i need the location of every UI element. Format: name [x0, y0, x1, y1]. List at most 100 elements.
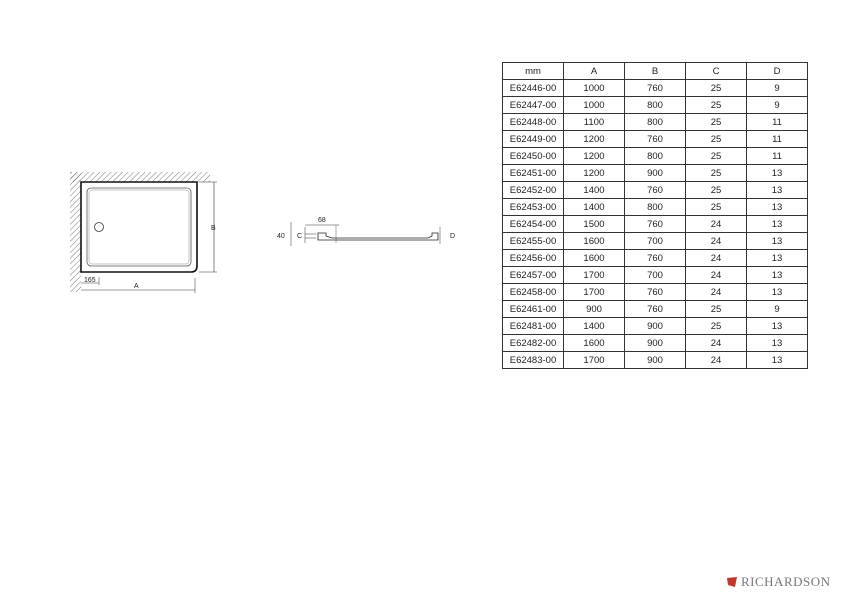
d-value: 13 — [746, 232, 808, 250]
a-value: 1600 — [563, 249, 625, 267]
logo-mark-icon — [727, 577, 737, 587]
model-code: E62454-00 — [502, 215, 564, 233]
tray-outline — [80, 181, 198, 273]
d-value: 11 — [746, 113, 808, 131]
label-40: 40 — [277, 233, 285, 240]
model-code: E62455-00 — [502, 232, 564, 250]
drain-icon — [94, 222, 104, 232]
d-value: 13 — [746, 283, 808, 301]
c-value: 24 — [685, 351, 747, 369]
d-value: 13 — [746, 351, 808, 369]
b-value: 760 — [624, 249, 686, 267]
a-value: 1200 — [563, 130, 625, 148]
b-value: 760 — [624, 215, 686, 233]
b-value: 760 — [624, 79, 686, 97]
c-value: 25 — [685, 113, 747, 131]
d-value: 13 — [746, 317, 808, 335]
c-value: 24 — [685, 215, 747, 233]
c-value: 24 — [685, 334, 747, 352]
b-value: 700 — [624, 232, 686, 250]
model-code: E62482-00 — [502, 334, 564, 352]
a-value: 1600 — [563, 232, 625, 250]
a-value: 1200 — [563, 147, 625, 165]
model-code: E62449-00 — [502, 130, 564, 148]
logo-text: RICHARDSON — [741, 574, 831, 589]
model-code: E62483-00 — [502, 351, 564, 369]
label-d: D — [450, 233, 455, 240]
c-value: 24 — [685, 283, 747, 301]
a-value: 1500 — [563, 215, 625, 233]
model-code: E62446-00 — [502, 79, 564, 97]
label-b: B — [211, 225, 216, 232]
b-value: 900 — [624, 334, 686, 352]
b-value: 900 — [624, 317, 686, 335]
model-code: E62481-00 — [502, 317, 564, 335]
header-c: C — [685, 62, 747, 80]
d-value: 9 — [746, 300, 808, 318]
model-code: E62448-00 — [502, 113, 564, 131]
label-a: A — [134, 283, 139, 290]
b-value: 760 — [624, 300, 686, 318]
c-value: 25 — [685, 130, 747, 148]
b-value: 800 — [624, 147, 686, 165]
c-value: 25 — [685, 79, 747, 97]
d-value: 9 — [746, 79, 808, 97]
a-value: 1400 — [563, 181, 625, 199]
b-value: 700 — [624, 266, 686, 284]
plan-view: B A 165 — [70, 172, 217, 293]
model-code: E62461-00 — [502, 300, 564, 318]
richardson-logo: RICHARDSON — [726, 574, 831, 590]
a-value: 1600 — [563, 334, 625, 352]
a-value: 1000 — [563, 79, 625, 97]
b-value: 900 — [624, 351, 686, 369]
model-code: E62452-00 — [502, 181, 564, 199]
d-value: 13 — [746, 266, 808, 284]
model-code: E62447-00 — [502, 96, 564, 114]
a-value: 1100 — [563, 113, 625, 131]
model-code: E62450-00 — [502, 147, 564, 165]
wall-hatch-top — [70, 172, 210, 182]
c-value: 24 — [685, 232, 747, 250]
model-code: E62458-00 — [502, 283, 564, 301]
d-value: 13 — [746, 181, 808, 199]
technical-drawing: B A 165 40 C 68 D — [70, 172, 455, 293]
model-code: E62453-00 — [502, 198, 564, 216]
b-value: 800 — [624, 96, 686, 114]
c-value: 25 — [685, 164, 747, 182]
header-a: A — [563, 62, 625, 80]
b-value: 760 — [624, 181, 686, 199]
b-value: 760 — [624, 283, 686, 301]
a-value: 1000 — [563, 96, 625, 114]
header-d: D — [746, 62, 808, 80]
wall-hatch-left — [70, 172, 81, 292]
a-value: 900 — [563, 300, 625, 318]
d-value: 9 — [746, 96, 808, 114]
model-code: E62457-00 — [502, 266, 564, 284]
label-165: 165 — [84, 277, 96, 284]
tray-profile — [317, 232, 439, 241]
c-value: 25 — [685, 300, 747, 318]
label-c: C — [297, 233, 302, 240]
a-value: 1700 — [563, 351, 625, 369]
b-value: 800 — [624, 113, 686, 131]
c-value: 24 — [685, 266, 747, 284]
d-value: 13 — [746, 249, 808, 267]
model-code: E62451-00 — [502, 164, 564, 182]
model-code: E62456-00 — [502, 249, 564, 267]
